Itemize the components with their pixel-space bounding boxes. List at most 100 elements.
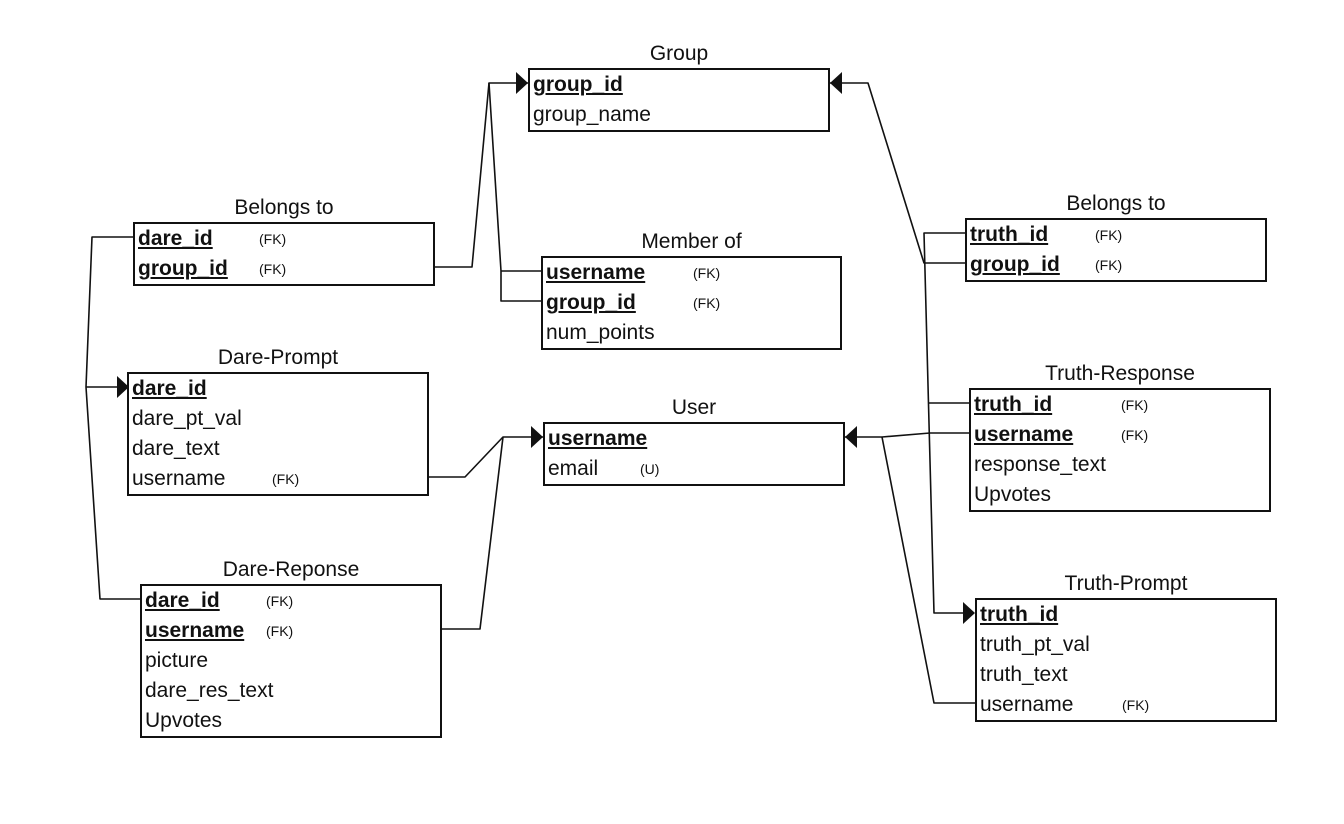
attribute-row: num_points	[543, 318, 840, 348]
attribute-row: Upvotes	[142, 706, 440, 736]
key-attribute-name: dare_id	[145, 589, 220, 612]
constraint-tag: (FK)	[693, 265, 721, 281]
entity-truth-prompt[interactable]: Truth-Prompt truth_id truth_pt_val truth_t…	[975, 572, 1277, 722]
attribute-row: username (FK)	[129, 464, 427, 494]
attribute-row: response_text	[971, 450, 1269, 480]
entity-box: username email(U)	[543, 422, 845, 486]
entity-group[interactable]: Group group_id group_name	[528, 42, 830, 132]
user-arrowhead-right	[845, 426, 857, 448]
entity-box: username(FK) group_id (FK) num_points	[541, 256, 842, 350]
connector-truthprompt-to-user	[881, 436, 975, 704]
key-attribute-name: truth_id	[980, 603, 1059, 626]
attribute-row: group_id (FK)	[543, 288, 840, 318]
key-attribute-name: dare_id	[132, 377, 207, 400]
attribute-row: username	[545, 424, 843, 454]
attribute-row: username (FK)	[971, 420, 1269, 450]
group-arrowhead-left	[516, 72, 528, 94]
key-attribute-name: username	[974, 423, 1074, 446]
entity-box: dare_id dare_pt_val dare_text username (FK)	[127, 372, 429, 496]
entity-title: Member of	[641, 230, 742, 253]
constraint-tag: (FK)	[1095, 227, 1123, 243]
user-arrowhead-left	[531, 426, 543, 448]
constraint-tag: (FK)	[266, 623, 294, 639]
entity-member-of[interactable]: Member of username(FK) group_id (FK) num_po…	[541, 230, 842, 350]
attribute-row: dare_pt_val	[129, 404, 427, 434]
attribute-row: dare_id(FK)	[135, 224, 433, 254]
attribute-name: group_name	[533, 103, 651, 126]
truthprompt-arrowhead	[963, 602, 975, 624]
entity-title: Group	[649, 42, 709, 65]
entity-truth-response[interactable]: Truth-Response truth_id (FK) username (FK) r…	[969, 362, 1271, 512]
attribute-name: picture	[145, 649, 209, 672]
entity-box: dare_id(FK) group_id (FK)	[133, 222, 435, 286]
attribute-name: username	[980, 693, 1074, 716]
attribute-name: username	[132, 467, 226, 490]
key-attribute-name: group_id	[138, 257, 228, 280]
key-attribute-name: group_id	[970, 253, 1060, 276]
attribute-row: username (FK)	[977, 690, 1275, 720]
key-attribute-name: username	[548, 427, 648, 450]
constraint-tag: (FK)	[1122, 697, 1150, 713]
attribute-row: group_id (FK)	[967, 250, 1265, 280]
attribute-row: truth_id (FK)	[971, 390, 1269, 420]
constraint-tag: (FK)	[1095, 257, 1123, 273]
attribute-name: num_points	[546, 321, 655, 344]
entity-title: Truth-Prompt	[1064, 572, 1188, 595]
attribute-name: truth_pt_val	[980, 633, 1090, 656]
connector-member-to-group	[488, 82, 543, 302]
attribute-row: truth_id	[977, 600, 1275, 630]
connector-truth-ids-to-truthprompt	[923, 232, 973, 614]
attribute-row: dare_res_text	[142, 676, 440, 706]
attribute-row: dare_text	[129, 434, 427, 464]
group-arrowhead-right	[830, 72, 842, 94]
attribute-name: response_text	[974, 453, 1106, 476]
attribute-row: truth_text	[977, 660, 1275, 690]
constraint-tag: (FK)	[259, 231, 287, 247]
key-attribute-name: truth_id	[970, 223, 1049, 246]
attribute-row: picture	[142, 646, 440, 676]
connector-dare-ids-to-dareprompt	[85, 236, 142, 600]
attribute-name: Upvotes	[974, 483, 1052, 506]
connector-dareresponse-to-user	[441, 436, 504, 630]
dareprompt-arrowhead	[117, 376, 129, 398]
attribute-row: username(FK)	[543, 258, 840, 288]
connector-belongs-truth-to-group	[828, 82, 966, 264]
constraint-tag: (FK)	[272, 471, 300, 487]
entity-box: truth_id (FK) group_id (FK)	[965, 218, 1267, 282]
attribute-name: Upvotes	[145, 709, 223, 732]
attribute-row: group_name	[530, 100, 828, 130]
attribute-name: dare_text	[132, 437, 220, 460]
key-attribute-name: username	[145, 619, 245, 642]
constraint-tag: (FK)	[693, 295, 721, 311]
attribute-name: email	[548, 457, 599, 480]
attribute-row: Upvotes	[971, 480, 1269, 510]
key-attribute-name: group_id	[533, 73, 623, 96]
entity-box: group_id group_name	[528, 68, 830, 132]
key-attribute-name: truth_id	[974, 393, 1053, 416]
constraint-tag: (FK)	[259, 261, 287, 277]
attribute-row: dare_id	[129, 374, 427, 404]
entity-title: Belongs to	[1066, 192, 1166, 215]
entity-title: Belongs to	[234, 196, 334, 219]
attribute-row: truth_id (FK)	[967, 220, 1265, 250]
attribute-row: username (FK)	[142, 616, 440, 646]
attribute-name: dare_pt_val	[132, 407, 242, 430]
entity-dare-response[interactable]: Dare-Reponse dare_id (FK) username (FK) pict…	[140, 558, 442, 738]
entity-belongs-to-truth[interactable]: Belongs to truth_id (FK) group_id (FK)	[965, 192, 1267, 282]
entity-title: Truth-Response	[1045, 362, 1195, 385]
entity-title: Dare-Reponse	[222, 558, 360, 581]
entity-box: dare_id (FK) username (FK) picture dare_res_t…	[140, 584, 442, 738]
attribute-row: email(U)	[545, 454, 843, 484]
entity-belongs-to-dare[interactable]: Belongs to dare_id(FK) group_id (FK)	[133, 196, 435, 286]
constraint-tag: (FK)	[266, 593, 294, 609]
constraint-tag: (FK)	[1121, 427, 1149, 443]
attribute-name: truth_text	[980, 663, 1068, 686]
constraint-tag: (FK)	[1121, 397, 1149, 413]
attribute-row: dare_id (FK)	[142, 586, 440, 616]
entity-box: truth_id truth_pt_val truth_text username (F…	[975, 598, 1277, 722]
key-attribute-name: group_id	[546, 291, 636, 314]
